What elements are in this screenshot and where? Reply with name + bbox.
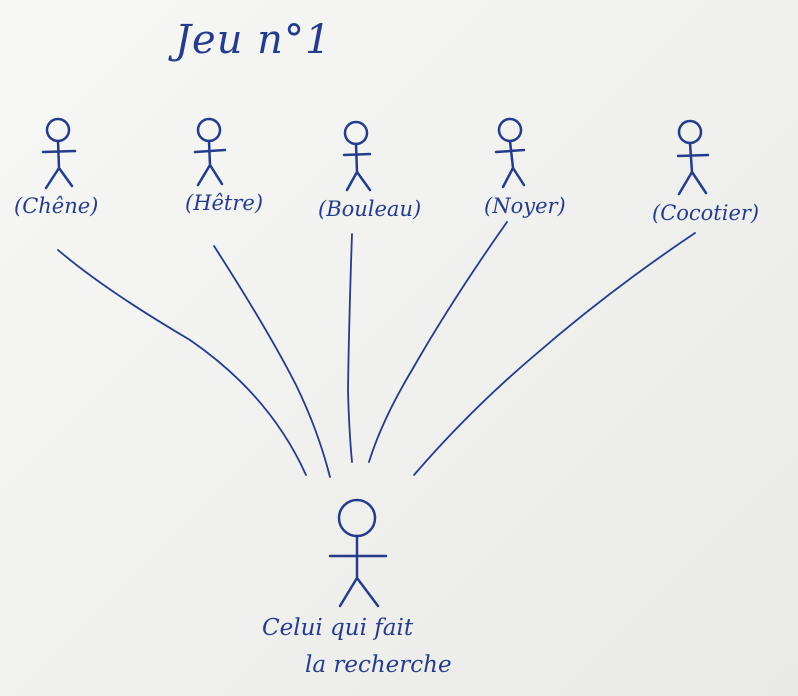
tree-label-cocotier: (Cocotier) bbox=[652, 201, 760, 225]
stick-figure-icon bbox=[337, 498, 377, 538]
connector-line-2 bbox=[213, 245, 331, 478]
stick-figure-icon bbox=[497, 117, 523, 143]
tree-figure-4 bbox=[494, 117, 526, 189]
tree-label-chene: (Chêne) bbox=[14, 194, 99, 218]
tree-label-bouleau: (Bouleau) bbox=[318, 197, 422, 221]
stick-figure-icon bbox=[45, 117, 71, 143]
tree-label-hetre: (Hêtre) bbox=[185, 191, 264, 215]
searcher-figure bbox=[328, 498, 388, 608]
tree-figure-5 bbox=[676, 119, 710, 196]
connector-line-1 bbox=[57, 249, 307, 476]
connector-line-5 bbox=[413, 232, 696, 476]
connector-line-4 bbox=[368, 221, 508, 463]
tree-figure-1 bbox=[41, 117, 77, 190]
tree-label-noyer: (Noyer) bbox=[484, 194, 566, 218]
stick-figure-icon bbox=[343, 120, 369, 146]
page-title: Jeu n°1 bbox=[175, 17, 332, 63]
stick-figure-icon bbox=[196, 117, 222, 143]
stick-figure-icon bbox=[677, 119, 703, 145]
tree-figure-3 bbox=[342, 120, 372, 192]
searcher-label-line-1: Celui qui fait bbox=[262, 615, 414, 641]
tree-figure-2 bbox=[193, 117, 227, 187]
connector-line-3 bbox=[347, 233, 353, 463]
searcher-label-line-2: la recherche bbox=[305, 652, 452, 678]
connector-lines bbox=[57, 221, 696, 478]
